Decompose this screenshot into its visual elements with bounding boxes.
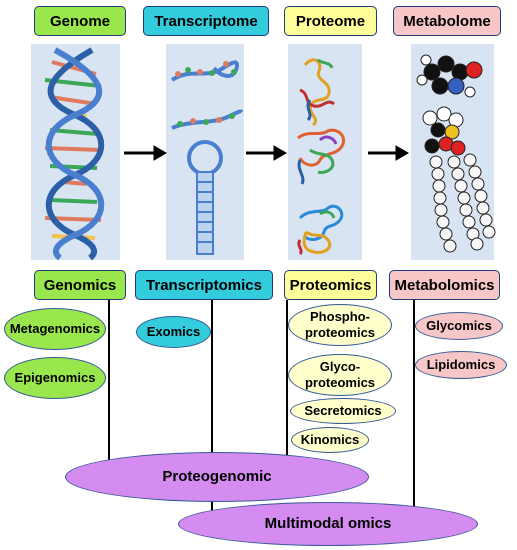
proteogenomic-ellipse: Proteogenomic: [65, 452, 369, 502]
multimodal-omics-ellipse: Multimodal omics: [178, 502, 478, 546]
transcriptome-image-panel: [166, 44, 244, 260]
glycomics-ellipse: Glycomics: [415, 312, 503, 340]
metagenomics-ellipse: Metagenomics: [4, 308, 106, 350]
metabolome-image-panel: [411, 44, 494, 260]
proteomics-header: Proteomics: [284, 270, 377, 300]
arrow-icon: [368, 145, 409, 161]
proteome-header: Proteome: [284, 6, 377, 36]
transcriptomics-line: [211, 300, 213, 522]
exomics-ellipse: Exomics: [136, 316, 211, 348]
lipidomics-ellipse: Lipidomics: [415, 351, 507, 379]
kinomics-ellipse: Kinomics: [291, 427, 369, 453]
proteome-image-panel: [288, 44, 362, 260]
transcriptomics-header: Transcriptomics: [135, 270, 273, 300]
epigenomics-ellipse: Epigenomics: [4, 357, 106, 399]
metabolomics-line: [413, 300, 415, 522]
genomics-line: [108, 300, 110, 476]
metabolomics-header: Metabolomics: [389, 270, 500, 300]
phosphoproteomics-ellipse: Phospho- proteomics: [288, 304, 392, 346]
genome-image-panel: [31, 44, 120, 260]
transcriptome-header: Transcriptome: [143, 6, 269, 36]
arrow-icon: [124, 145, 167, 161]
metabolome-header: Metabolome: [393, 6, 501, 36]
glycoproteomics-ellipse: Glyco- proteomics: [288, 354, 392, 396]
proteomics-line: [286, 300, 288, 476]
secretomics-ellipse: Secretomics: [290, 398, 396, 424]
genome-header: Genome: [34, 6, 126, 36]
arrow-icon: [246, 145, 287, 161]
genomics-header: Genomics: [34, 270, 126, 300]
